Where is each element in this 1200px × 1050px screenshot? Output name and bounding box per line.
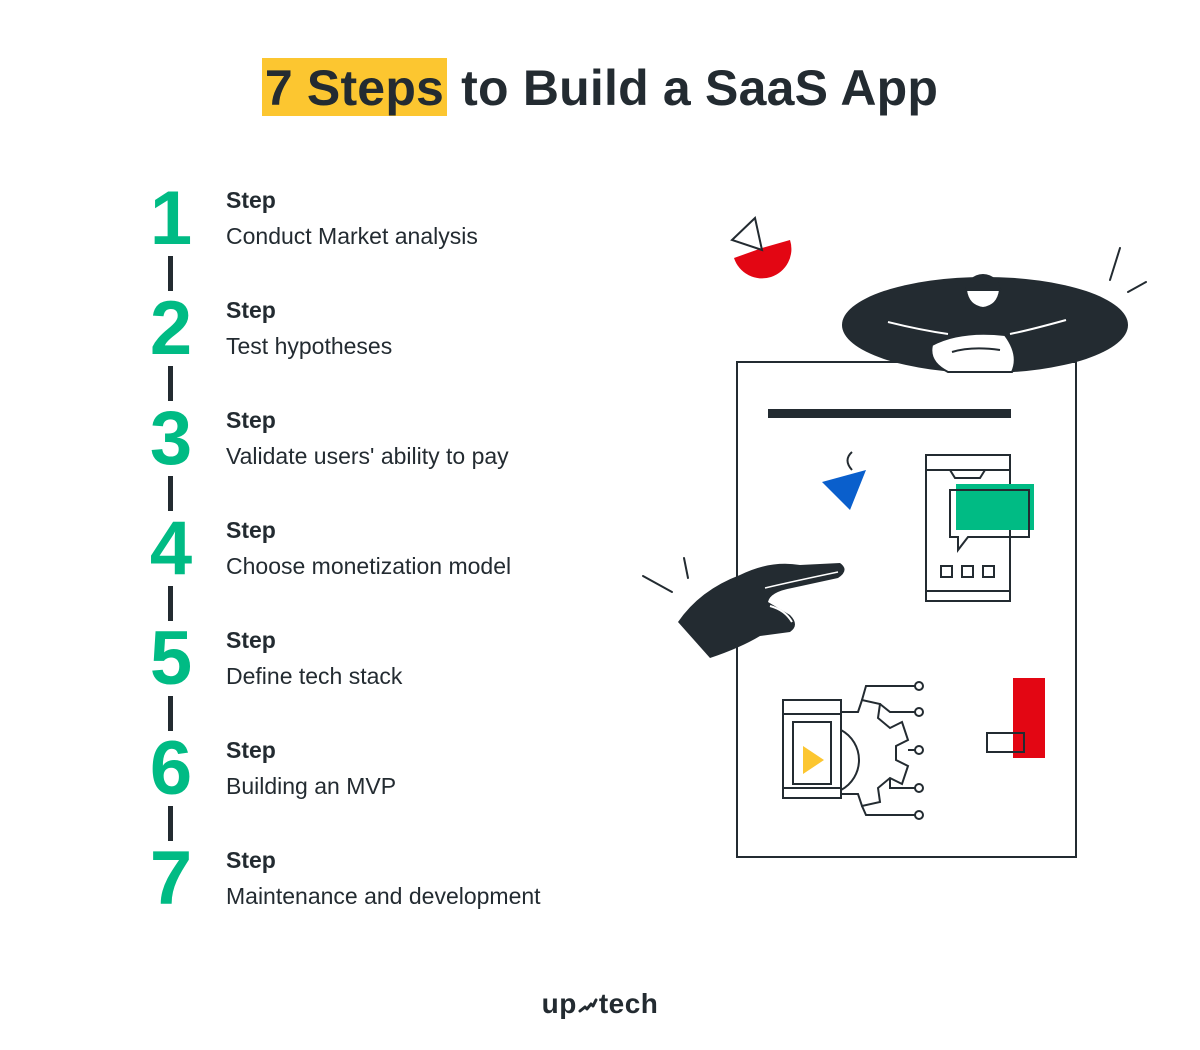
step-6: 6 Step Building an MVP: [140, 731, 640, 826]
video-player-icon: [782, 699, 842, 799]
red-bar-icon: [986, 678, 1045, 758]
play-icon: [803, 746, 824, 774]
step-number: 2: [140, 291, 202, 367]
logo-left: up: [541, 988, 577, 1019]
title-highlight: 7 Steps: [261, 58, 448, 116]
step-label: Step: [226, 297, 276, 323]
step-number: 4: [140, 511, 202, 587]
step-label: Step: [226, 407, 276, 433]
step-text: Building an MVP: [226, 773, 397, 799]
pointing-hand-icon: [678, 563, 845, 658]
step-7: 7 Step Maintenance and development: [140, 841, 640, 936]
step-text: Conduct Market analysis: [226, 223, 478, 249]
step-number: 7: [140, 841, 202, 917]
logo-right: tech: [598, 988, 659, 1019]
chat-bubble-icon: [949, 484, 1034, 553]
step-text: Validate users' ability to pay: [226, 443, 509, 469]
step-text: Test hypotheses: [226, 333, 393, 359]
illustration: [642, 216, 1147, 858]
step-label: Step: [226, 737, 276, 763]
step-1: 1 Step Conduct Market analysis: [140, 181, 640, 276]
step-text: Maintenance and development: [226, 883, 541, 909]
step-2: 2 Step Test hypotheses: [140, 291, 640, 386]
step-5: 5 Step Define tech stack: [140, 621, 640, 716]
step-number: 6: [140, 731, 202, 807]
step-number: 3: [140, 401, 202, 477]
step-label: Step: [226, 847, 276, 873]
motion-lines-icon: [642, 557, 689, 593]
step-number: 5: [140, 621, 202, 697]
title-rest: to Build a SaaS App: [447, 60, 939, 116]
step-text: Choose monetization model: [226, 553, 512, 579]
red-semicircle-icon: [730, 216, 792, 279]
board-title-bar: [768, 409, 1011, 418]
board: [736, 361, 1077, 858]
blue-triangle-icon: [822, 451, 866, 510]
step-4: 4 Step Choose monetization model: [140, 511, 640, 606]
step-3: 3 Step Validate users' ability to pay: [140, 401, 640, 496]
step-text: Define tech stack: [226, 663, 403, 689]
logo-mark-icon: [578, 998, 598, 1013]
sparkle-lines-icon: [1109, 247, 1147, 293]
step-label: Step: [226, 187, 276, 213]
gear-circuit-icon: [840, 681, 924, 820]
step-number: 1: [140, 181, 202, 257]
step-label: Step: [226, 517, 276, 543]
person-icon: [842, 274, 1128, 373]
page-title: 7 Steps to Build a SaaS App: [0, 58, 1200, 118]
step-label: Step: [226, 627, 276, 653]
